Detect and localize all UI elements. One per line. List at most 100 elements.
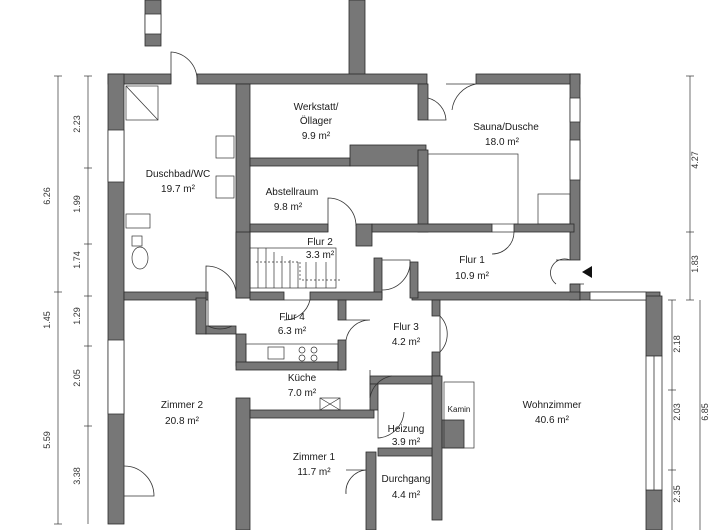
room-name-zimmer1: Zimmer 1 <box>293 452 336 463</box>
room-area-heizung: 3.9 m² <box>392 437 421 448</box>
wall <box>195 297 207 335</box>
room-name-duschbad: Duschbad/WC <box>146 169 210 180</box>
room-area-abstellraum: 9.8 m² <box>274 202 303 213</box>
room-area-sauna: 18.0 m² <box>485 137 520 148</box>
wall <box>417 83 429 121</box>
walls <box>107 0 663 530</box>
wall <box>235 397 251 530</box>
room-name-wohnzimmer: Wohnzimmer <box>523 400 582 411</box>
door <box>170 51 198 84</box>
wall <box>441 419 465 449</box>
wall <box>475 73 581 85</box>
wall <box>513 223 575 233</box>
dim-right-inner-4: 2.35 <box>672 485 682 503</box>
dim-left-inner-5: 2.05 <box>72 369 82 387</box>
door <box>123 465 155 497</box>
window <box>589 291 647 301</box>
dimension-labels: 6.26 5.59 1.45 2.23 1.99 1.74 1.29 2.05 … <box>42 115 710 503</box>
doors <box>123 51 584 497</box>
window <box>144 13 162 35</box>
door <box>369 370 393 399</box>
dim-right-outer-1: 4.27 <box>690 151 700 169</box>
kitchen-counter <box>245 343 339 363</box>
door <box>345 319 371 341</box>
room-name-flur4: Flur 4 <box>279 312 305 323</box>
room-name-kueche: Küche <box>288 373 317 384</box>
wall <box>409 261 419 299</box>
door <box>550 258 584 285</box>
wall <box>431 375 443 521</box>
window <box>107 129 125 183</box>
dim-left-inner-1: 2.23 <box>72 115 82 133</box>
sink <box>267 346 285 360</box>
wall <box>411 291 581 301</box>
room-name-sauna: Sauna/Dusche <box>473 122 539 133</box>
door <box>439 315 448 353</box>
kamin-box <box>443 381 475 449</box>
room-area-durchgang: 4.4 m² <box>392 490 421 501</box>
room-name-flur1: Flur 1 <box>459 255 485 266</box>
room-name-flur3: Flur 3 <box>393 322 419 333</box>
dim-left-outer-1: 6.26 <box>42 187 52 205</box>
room-area-wohnzimmer: 40.6 m² <box>535 415 570 426</box>
dim-left-outer-2: 5.59 <box>42 431 52 449</box>
room-name-heizung: Heizung <box>388 424 425 435</box>
kamin-label: Kamin <box>448 405 471 414</box>
wall <box>371 223 493 233</box>
window <box>569 97 581 123</box>
entrance-arrow-icon <box>582 266 592 278</box>
dim-right-inner-2: 2.18 <box>672 335 682 353</box>
wall <box>235 333 247 367</box>
door <box>491 231 515 255</box>
door <box>283 299 311 321</box>
room-area-werkstatt: 9.9 m² <box>302 131 331 142</box>
wall <box>205 325 237 335</box>
wall <box>369 375 441 385</box>
sauna-bench <box>427 153 519 225</box>
stove <box>298 346 306 354</box>
toilet-bowl <box>131 246 149 270</box>
door <box>327 197 357 232</box>
dim-right-outer-2: 6.85 <box>700 403 710 421</box>
room-area-zimmer1: 11.7 m² <box>297 467 331 478</box>
windows <box>107 13 663 491</box>
toilet-tank <box>131 235 143 247</box>
dim-left-inner-2: 1.99 <box>72 195 82 213</box>
wall <box>431 299 441 317</box>
wall <box>645 295 663 357</box>
wall <box>309 291 383 301</box>
room-area-duschbad: 19.7 m² <box>161 184 196 195</box>
window <box>569 139 581 181</box>
wall <box>377 447 433 457</box>
room-area-kueche: 7.0 m² <box>288 388 317 399</box>
wall <box>365 451 377 530</box>
bidet <box>125 213 151 229</box>
shower-tray <box>537 193 571 225</box>
wall <box>235 361 343 371</box>
wall <box>431 351 441 377</box>
door <box>345 469 367 495</box>
wall <box>337 299 347 321</box>
room-area-flur1: 10.9 m² <box>455 271 490 282</box>
room-name-flur2: Flur 2 <box>307 237 333 248</box>
room-area-flur4: 6.3 m² <box>278 326 307 337</box>
wall <box>249 409 375 419</box>
door <box>207 300 233 330</box>
wall <box>249 223 329 233</box>
room-name-werkstatt-2: Öllager <box>300 115 333 127</box>
dim-left-inner-4: 1.29 <box>72 307 82 325</box>
wall <box>337 339 347 371</box>
shower-tray <box>125 85 159 121</box>
wall <box>123 291 209 301</box>
stairs <box>249 247 340 289</box>
dim-right-inner-1: 1.83 <box>690 255 700 273</box>
room-name-durchgang: Durchgang <box>382 474 431 485</box>
dim-left-mid-1: 1.45 <box>42 311 52 329</box>
room-name-abstellraum: Abstellraum <box>266 187 319 198</box>
wall <box>249 291 285 301</box>
door <box>381 259 411 291</box>
room-name-werkstatt-1: Werkstatt/ <box>294 102 339 113</box>
door <box>427 97 447 121</box>
wall <box>249 157 351 167</box>
